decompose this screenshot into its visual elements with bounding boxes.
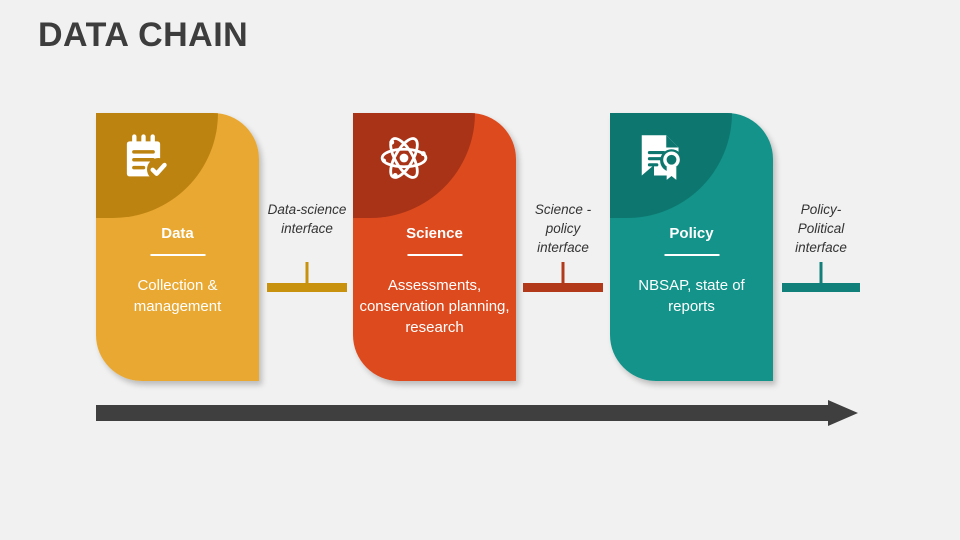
connector-data-science[interactable]: Data-science interface	[265, 200, 349, 292]
card-divider	[150, 254, 205, 256]
card-body-text: Assessments, conservation planning, rese…	[359, 277, 510, 336]
connector-policy-political[interactable]: Policy-Political interface	[779, 200, 863, 292]
connector-stem	[819, 262, 823, 289]
progress-arrow	[96, 400, 858, 426]
card-title: Data	[161, 225, 194, 242]
card-divider	[407, 254, 462, 256]
connector-label: Policy-Political interface	[795, 202, 847, 255]
card-title: Science	[406, 225, 463, 242]
connector-stem	[305, 262, 309, 289]
card-title: Policy	[669, 225, 714, 242]
connector-label: Science - policy interface	[534, 202, 592, 255]
stage-card-science[interactable]: Science Assessments, conservation planni…	[353, 113, 516, 381]
connector-stem	[561, 262, 565, 289]
connector-label: Data-science interface	[267, 202, 347, 236]
connector-bar	[523, 283, 603, 292]
card-divider	[664, 254, 719, 256]
card-body-text: Collection & management	[133, 277, 222, 315]
card-body-text: NBSAP, state of reports	[638, 277, 745, 315]
connector-science-policy[interactable]: Science - policy interface	[521, 200, 605, 292]
notepad-check-icon	[119, 130, 175, 186]
connector-bar	[782, 283, 860, 292]
page-title: DATA CHAIN	[38, 16, 249, 54]
stage-card-data[interactable]: Data Collection & management	[96, 113, 259, 381]
certificate-document-icon	[633, 130, 689, 186]
connector-bar	[267, 283, 347, 292]
atom-icon	[376, 130, 432, 186]
stage-card-policy[interactable]: Policy NBSAP, state of reports	[610, 113, 773, 381]
